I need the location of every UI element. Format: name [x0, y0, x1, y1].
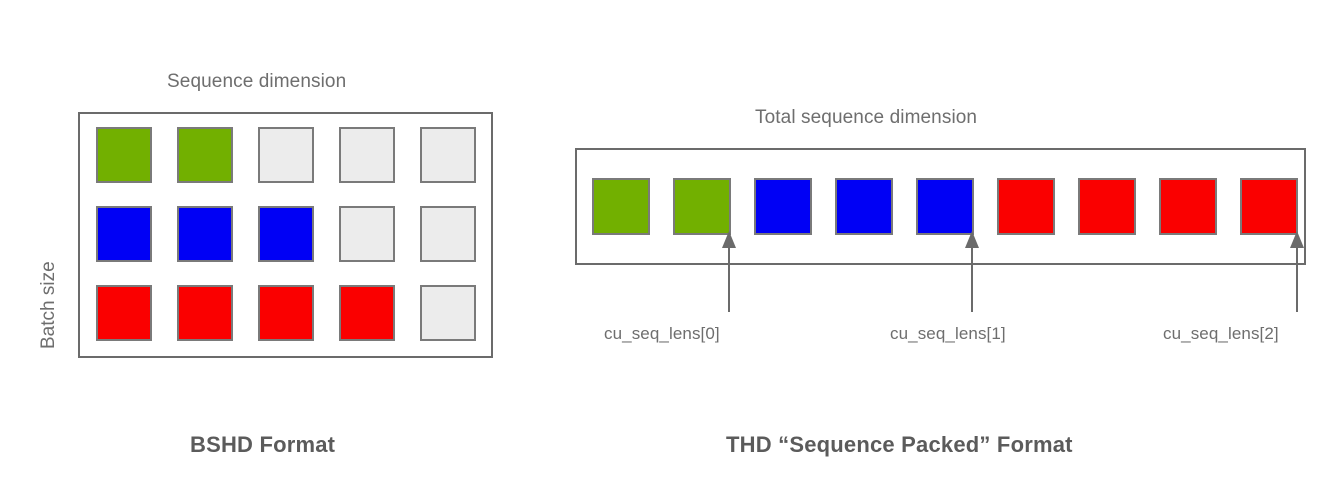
thd-cell-1-green [673, 178, 731, 235]
bshd-cell-r1-c2-blue [258, 206, 314, 262]
bshd-cell-r2-c4-empty [420, 285, 476, 341]
bshd-cell-r2-c2-red [258, 285, 314, 341]
bshd-cell-r2-c0-red [96, 285, 152, 341]
thd-cell-3-blue [835, 178, 893, 235]
bshd-format-caption: BSHD Format [190, 432, 336, 457]
cu-seq-lens-arrow-0 [722, 231, 736, 312]
cu-seq-lens-arrow-1 [965, 231, 979, 312]
thd-cell-7-red [1159, 178, 1217, 235]
bshd-cell-r0-c3-empty [339, 127, 395, 183]
thd-cell-6-red [1078, 178, 1136, 235]
thd-cell-4-blue [916, 178, 974, 235]
batch-size-axis-label: Batch size [38, 261, 59, 349]
bshd-matrix-frame [78, 112, 493, 358]
cu-seq-lens-label-1: cu_seq_lens[1] [890, 324, 1006, 343]
thd-cell-0-green [592, 178, 650, 235]
bshd-cell-r2-c1-red [177, 285, 233, 341]
cu-seq-lens-arrow-2 [1290, 231, 1304, 312]
bshd-cell-r2-c3-red [339, 285, 395, 341]
bshd-cell-r1-c3-empty [339, 206, 395, 262]
cu-seq-lens-label-2: cu_seq_lens[2] [1163, 324, 1279, 343]
thd-format-caption: THD “Sequence Packed” Format [726, 432, 1073, 457]
sequence-dimension-axis-title: Sequence dimension [167, 71, 347, 92]
cu-seq-lens-label-0: cu_seq_lens[0] [604, 324, 720, 343]
thd-cell-2-blue [754, 178, 812, 235]
bshd-cell-r0-c0-green [96, 127, 152, 183]
bshd-cell-r0-c2-empty [258, 127, 314, 183]
bshd-cell-r1-c4-empty [420, 206, 476, 262]
thd-sequence-frame [575, 148, 1306, 265]
thd-cell-8-red [1240, 178, 1298, 235]
bshd-cell-r1-c1-blue [177, 206, 233, 262]
bshd-cell-r0-c1-green [177, 127, 233, 183]
bshd-cell-r1-c0-blue [96, 206, 152, 262]
bshd-cell-r0-c4-empty [420, 127, 476, 183]
thd-cell-5-red [997, 178, 1055, 235]
total-sequence-dimension-axis-title: Total sequence dimension [755, 107, 978, 128]
